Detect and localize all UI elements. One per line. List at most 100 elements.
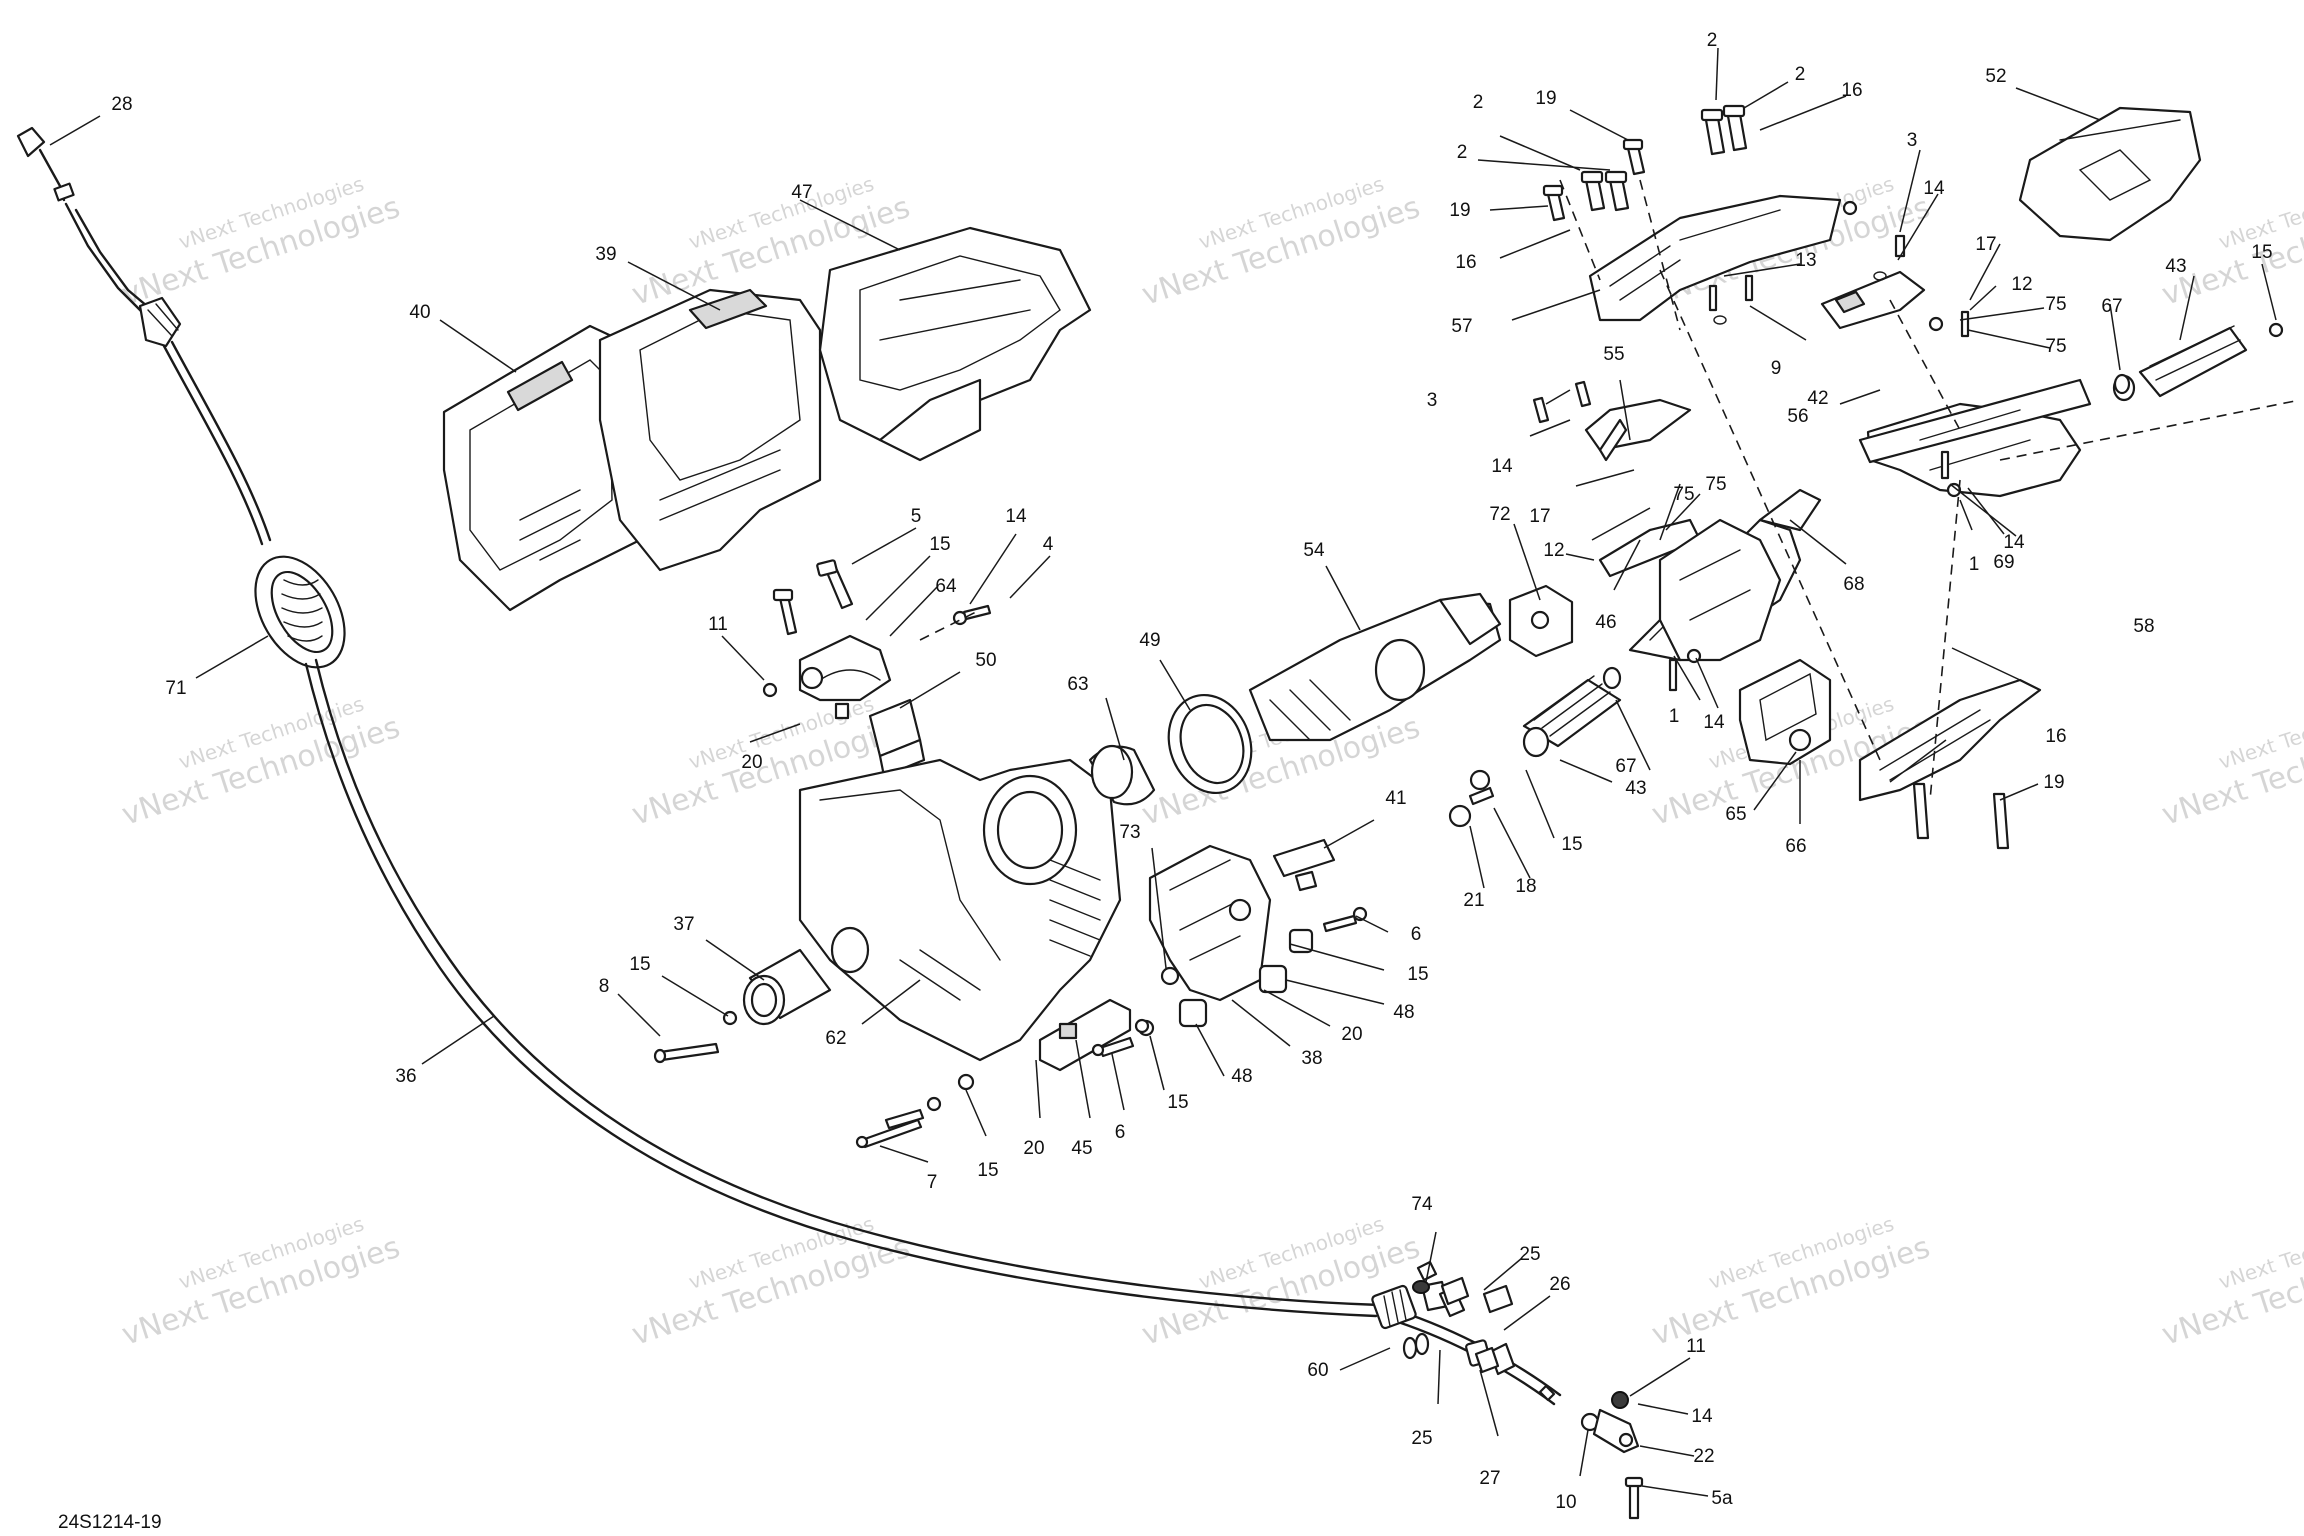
callout-c72: 72 xyxy=(1489,504,1510,525)
switch-housing-38 xyxy=(1148,844,1272,1002)
callout-c25a: 25 xyxy=(1519,1244,1540,1265)
callout-c65: 65 xyxy=(1725,804,1746,825)
callout-c1a: 1 xyxy=(1969,554,1980,575)
callout-c67a: 67 xyxy=(2101,296,2122,317)
callout-c20a: 20 xyxy=(741,752,762,773)
callout-c17b: 17 xyxy=(1529,506,1550,527)
callout-c27: 27 xyxy=(1479,1468,1500,1489)
callout-c68: 68 xyxy=(1843,574,1864,595)
callout-c50: 50 xyxy=(975,650,996,671)
callout-c11b: 11 xyxy=(1686,1336,1706,1357)
callout-c5: 5 xyxy=(911,506,922,527)
callout-c1b: 1 xyxy=(1669,706,1680,727)
callout-c37: 37 xyxy=(673,914,694,935)
callout-c21: 21 xyxy=(1463,890,1484,911)
callout-c41: 41 xyxy=(1385,788,1406,809)
callout-c10: 10 xyxy=(1555,1492,1576,1513)
cover-52 xyxy=(2018,106,2202,242)
callout-c42: 42 xyxy=(1807,388,1828,409)
callout-c46: 46 xyxy=(1595,612,1616,633)
callout-c57: 57 xyxy=(1451,316,1472,337)
steering-head-54 xyxy=(1248,592,1502,742)
callout-c2c: 2 xyxy=(1707,30,1718,51)
callout-c3b: 3 xyxy=(1427,390,1438,411)
callout-c15f: 15 xyxy=(2251,242,2272,263)
control-knob-72 xyxy=(1508,584,1574,658)
callout-c15b: 15 xyxy=(629,954,650,975)
callout-c64: 64 xyxy=(935,576,957,597)
grip-43-right xyxy=(2112,325,2248,402)
upper-clamp-64 xyxy=(798,634,892,702)
callout-c38: 38 xyxy=(1301,1048,1322,1069)
callout-c36: 36 xyxy=(395,1066,416,1087)
leader-lines xyxy=(49,47,2277,1497)
callout-c45: 45 xyxy=(1071,1138,1092,1159)
callout-c55: 55 xyxy=(1603,344,1624,365)
callout-c6b: 6 xyxy=(1115,1122,1126,1143)
callout-c75a: 75 xyxy=(2045,294,2066,315)
small-fasteners xyxy=(762,104,2284,850)
bezel-47 xyxy=(818,226,1092,462)
callout-c20c: 20 xyxy=(1023,1138,1044,1159)
callout-c60: 60 xyxy=(1307,1360,1328,1381)
switch-plate-56 xyxy=(1820,270,1926,330)
callout-c14b: 14 xyxy=(1923,178,1945,199)
reference-code: 24S1214-19 xyxy=(58,1512,162,1533)
mounting-block-handlebar xyxy=(1658,518,1782,662)
callout-c3a: 3 xyxy=(1907,130,1918,151)
lower-housing-62 xyxy=(798,758,1122,1062)
callout-c14c: 14 xyxy=(1491,456,1513,477)
callout-c8: 8 xyxy=(599,976,610,997)
clamp-block-50 xyxy=(868,698,926,778)
callout-c15g: 15 xyxy=(1561,834,1582,855)
callout-c19b: 19 xyxy=(1449,200,1470,221)
callout-c63: 63 xyxy=(1067,674,1088,695)
washer-67 xyxy=(1602,373,2131,690)
callout-c66: 66 xyxy=(1785,836,1806,857)
callout-c16b: 16 xyxy=(1455,252,1476,273)
fastener-73 xyxy=(1160,966,1180,986)
callout-c73: 73 xyxy=(1119,822,1140,843)
clamp-65 xyxy=(1738,658,1832,766)
sleeve-37 xyxy=(742,948,832,1026)
callout-c75d: 75 xyxy=(1705,474,1726,495)
callout-c15e: 15 xyxy=(977,1160,998,1181)
callout-c58: 58 xyxy=(2133,616,2154,637)
callout-c28: 28 xyxy=(111,94,132,115)
bracket-45 xyxy=(1038,998,1132,1072)
callout-c18: 18 xyxy=(1515,876,1536,897)
callout-c5a: 5a xyxy=(1711,1488,1733,1509)
callout-c19a: 19 xyxy=(1535,88,1556,109)
callout-c11a: 11 xyxy=(708,614,728,635)
callout-c9: 9 xyxy=(1771,358,1782,379)
bolt-5b xyxy=(772,588,798,636)
callout-c2d: 2 xyxy=(1795,64,1806,85)
callout-c12b: 12 xyxy=(1543,540,1564,561)
callout-c19c: 19 xyxy=(2043,772,2064,793)
callout-c2a: 2 xyxy=(1473,92,1484,113)
callout-c75c: 75 xyxy=(1673,484,1694,505)
callout-c20b: 20 xyxy=(1341,1024,1362,1045)
callout-c75b: 75 xyxy=(2045,336,2066,357)
throttle-block-69 xyxy=(1858,378,2092,498)
callout-c15d: 15 xyxy=(1167,1092,1188,1113)
callout-c40: 40 xyxy=(409,302,430,323)
callout-c49: 49 xyxy=(1139,630,1160,651)
callout-c17a: 17 xyxy=(1975,234,1996,255)
callout-c6a: 6 xyxy=(1411,924,1422,945)
callout-c13: 13 xyxy=(1795,250,1816,271)
callout-c74: 74 xyxy=(1411,1194,1433,1215)
cluster-housing-39 xyxy=(598,288,822,572)
callout-c15a: 15 xyxy=(929,534,950,555)
callout-c48b: 48 xyxy=(1231,1066,1252,1087)
knob-48 xyxy=(1134,964,1288,1034)
